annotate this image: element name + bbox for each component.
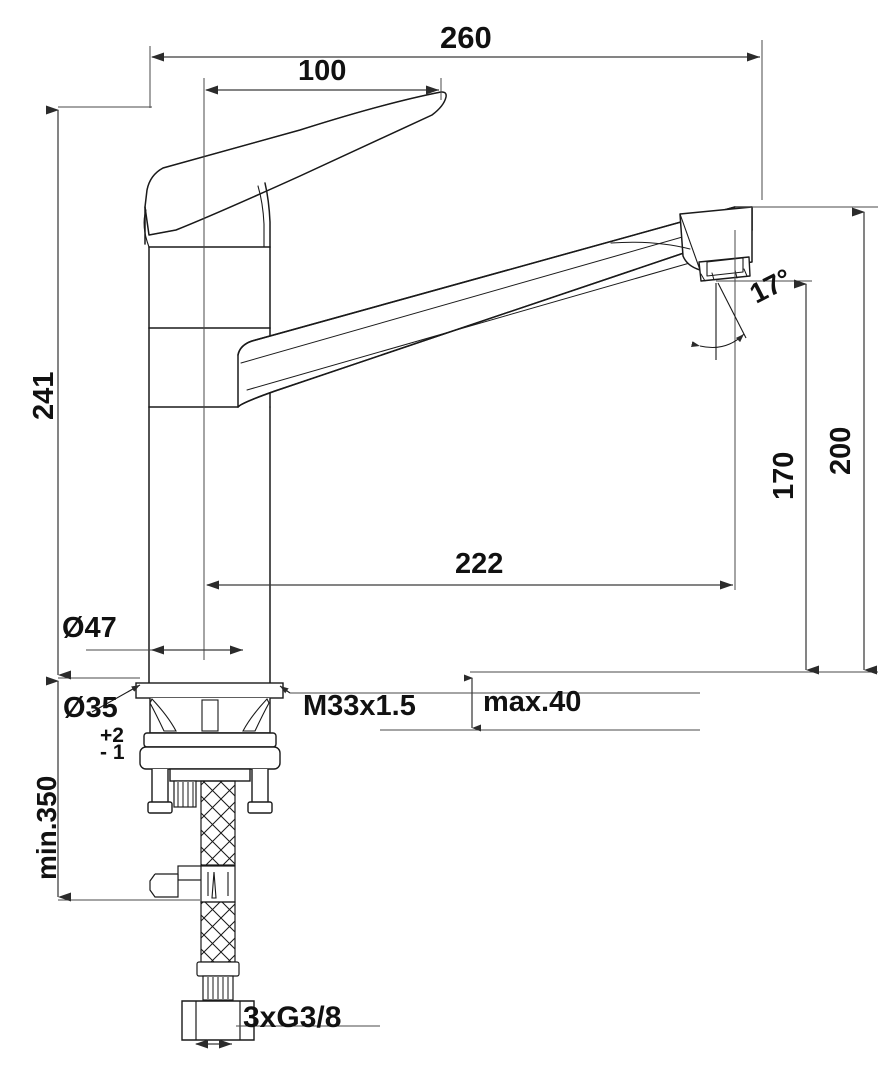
stud-foot-left [147, 801, 173, 814]
hose-braid-upper [200, 780, 236, 866]
spout-head-sheen [610, 241, 691, 250]
spout-arm-highlight-1 [240, 221, 736, 364]
tolerance-upper: +2 [100, 724, 124, 747]
lever-lower-edge [148, 114, 433, 236]
base-rib-left [149, 698, 177, 732]
lever-upper-edge [146, 91, 442, 191]
angle-arc-17deg [691, 333, 745, 349]
dimension-lines [46, 52, 877, 1049]
stud-right [251, 769, 269, 806]
leader-d35 [91, 684, 141, 713]
dim-label-d47: Ø47 [62, 612, 117, 644]
dim-label-260: 260 [440, 20, 492, 55]
hose-tee-left [177, 865, 203, 881]
dim-label-3xg38: 3xG3/8 [243, 1001, 342, 1034]
washer-upper [143, 732, 277, 748]
hose-ferrule-lower [196, 961, 240, 977]
dim-label-200: 200 [825, 426, 857, 475]
leader-m33 [279, 685, 291, 694]
connector-nut-g38 [181, 1000, 255, 1041]
dim-label-d35-tolerance: +2 - 1 [100, 724, 125, 765]
extension-lines [58, 40, 878, 1027]
faucet-outline-group [143, 91, 753, 684]
dim-label-max40: max.40 [483, 686, 582, 718]
stud-foot-right [247, 801, 273, 814]
nut-body [139, 746, 281, 770]
hose-ferrule-left [173, 780, 197, 808]
dim-label-min350: min.350 [31, 775, 62, 880]
lever-handle [144, 91, 447, 236]
stud-left [151, 769, 169, 806]
spout-arm-bottom-edge [237, 229, 753, 408]
hose-ferrule-left-ribs [177, 782, 194, 807]
dim-label-170: 170 [768, 451, 800, 500]
aerator-knurl [700, 268, 748, 282]
hose-side-nut [149, 873, 179, 898]
dim-label-m33: M33x1.5 [303, 690, 416, 722]
dim-label-222: 222 [455, 548, 504, 580]
base-rib-center [201, 699, 219, 732]
base-rib-right [242, 698, 270, 732]
angle-ref-line-tilted [717, 282, 747, 339]
spout-arm-top-edge [237, 206, 736, 356]
hose-braid-lower [200, 901, 236, 963]
tolerance-lower: - 1 [100, 741, 125, 765]
lever-fin-front [264, 182, 271, 248]
aerator-insert [706, 257, 744, 277]
body-blend-left [143, 209, 150, 248]
dim-label-241: 241 [28, 371, 60, 420]
spout-head-facet [679, 213, 701, 271]
leader-lines [91, 282, 747, 713]
hose-collar-plate [169, 768, 251, 782]
dim-label-d35: Ø35 [63, 692, 118, 724]
hose-shank-ribs [207, 977, 229, 999]
connector-nut-facets [195, 1001, 241, 1040]
base-flange [135, 682, 284, 699]
dim-label-100: 100 [298, 55, 347, 87]
hose-mid-detail [207, 871, 229, 899]
spout-arm-highlight-2 [246, 249, 736, 391]
mounting-assembly [135, 682, 284, 814]
hose-mid-sleeve [200, 865, 236, 903]
lever-fin-back [257, 185, 265, 248]
supply-hoses [149, 780, 255, 1041]
